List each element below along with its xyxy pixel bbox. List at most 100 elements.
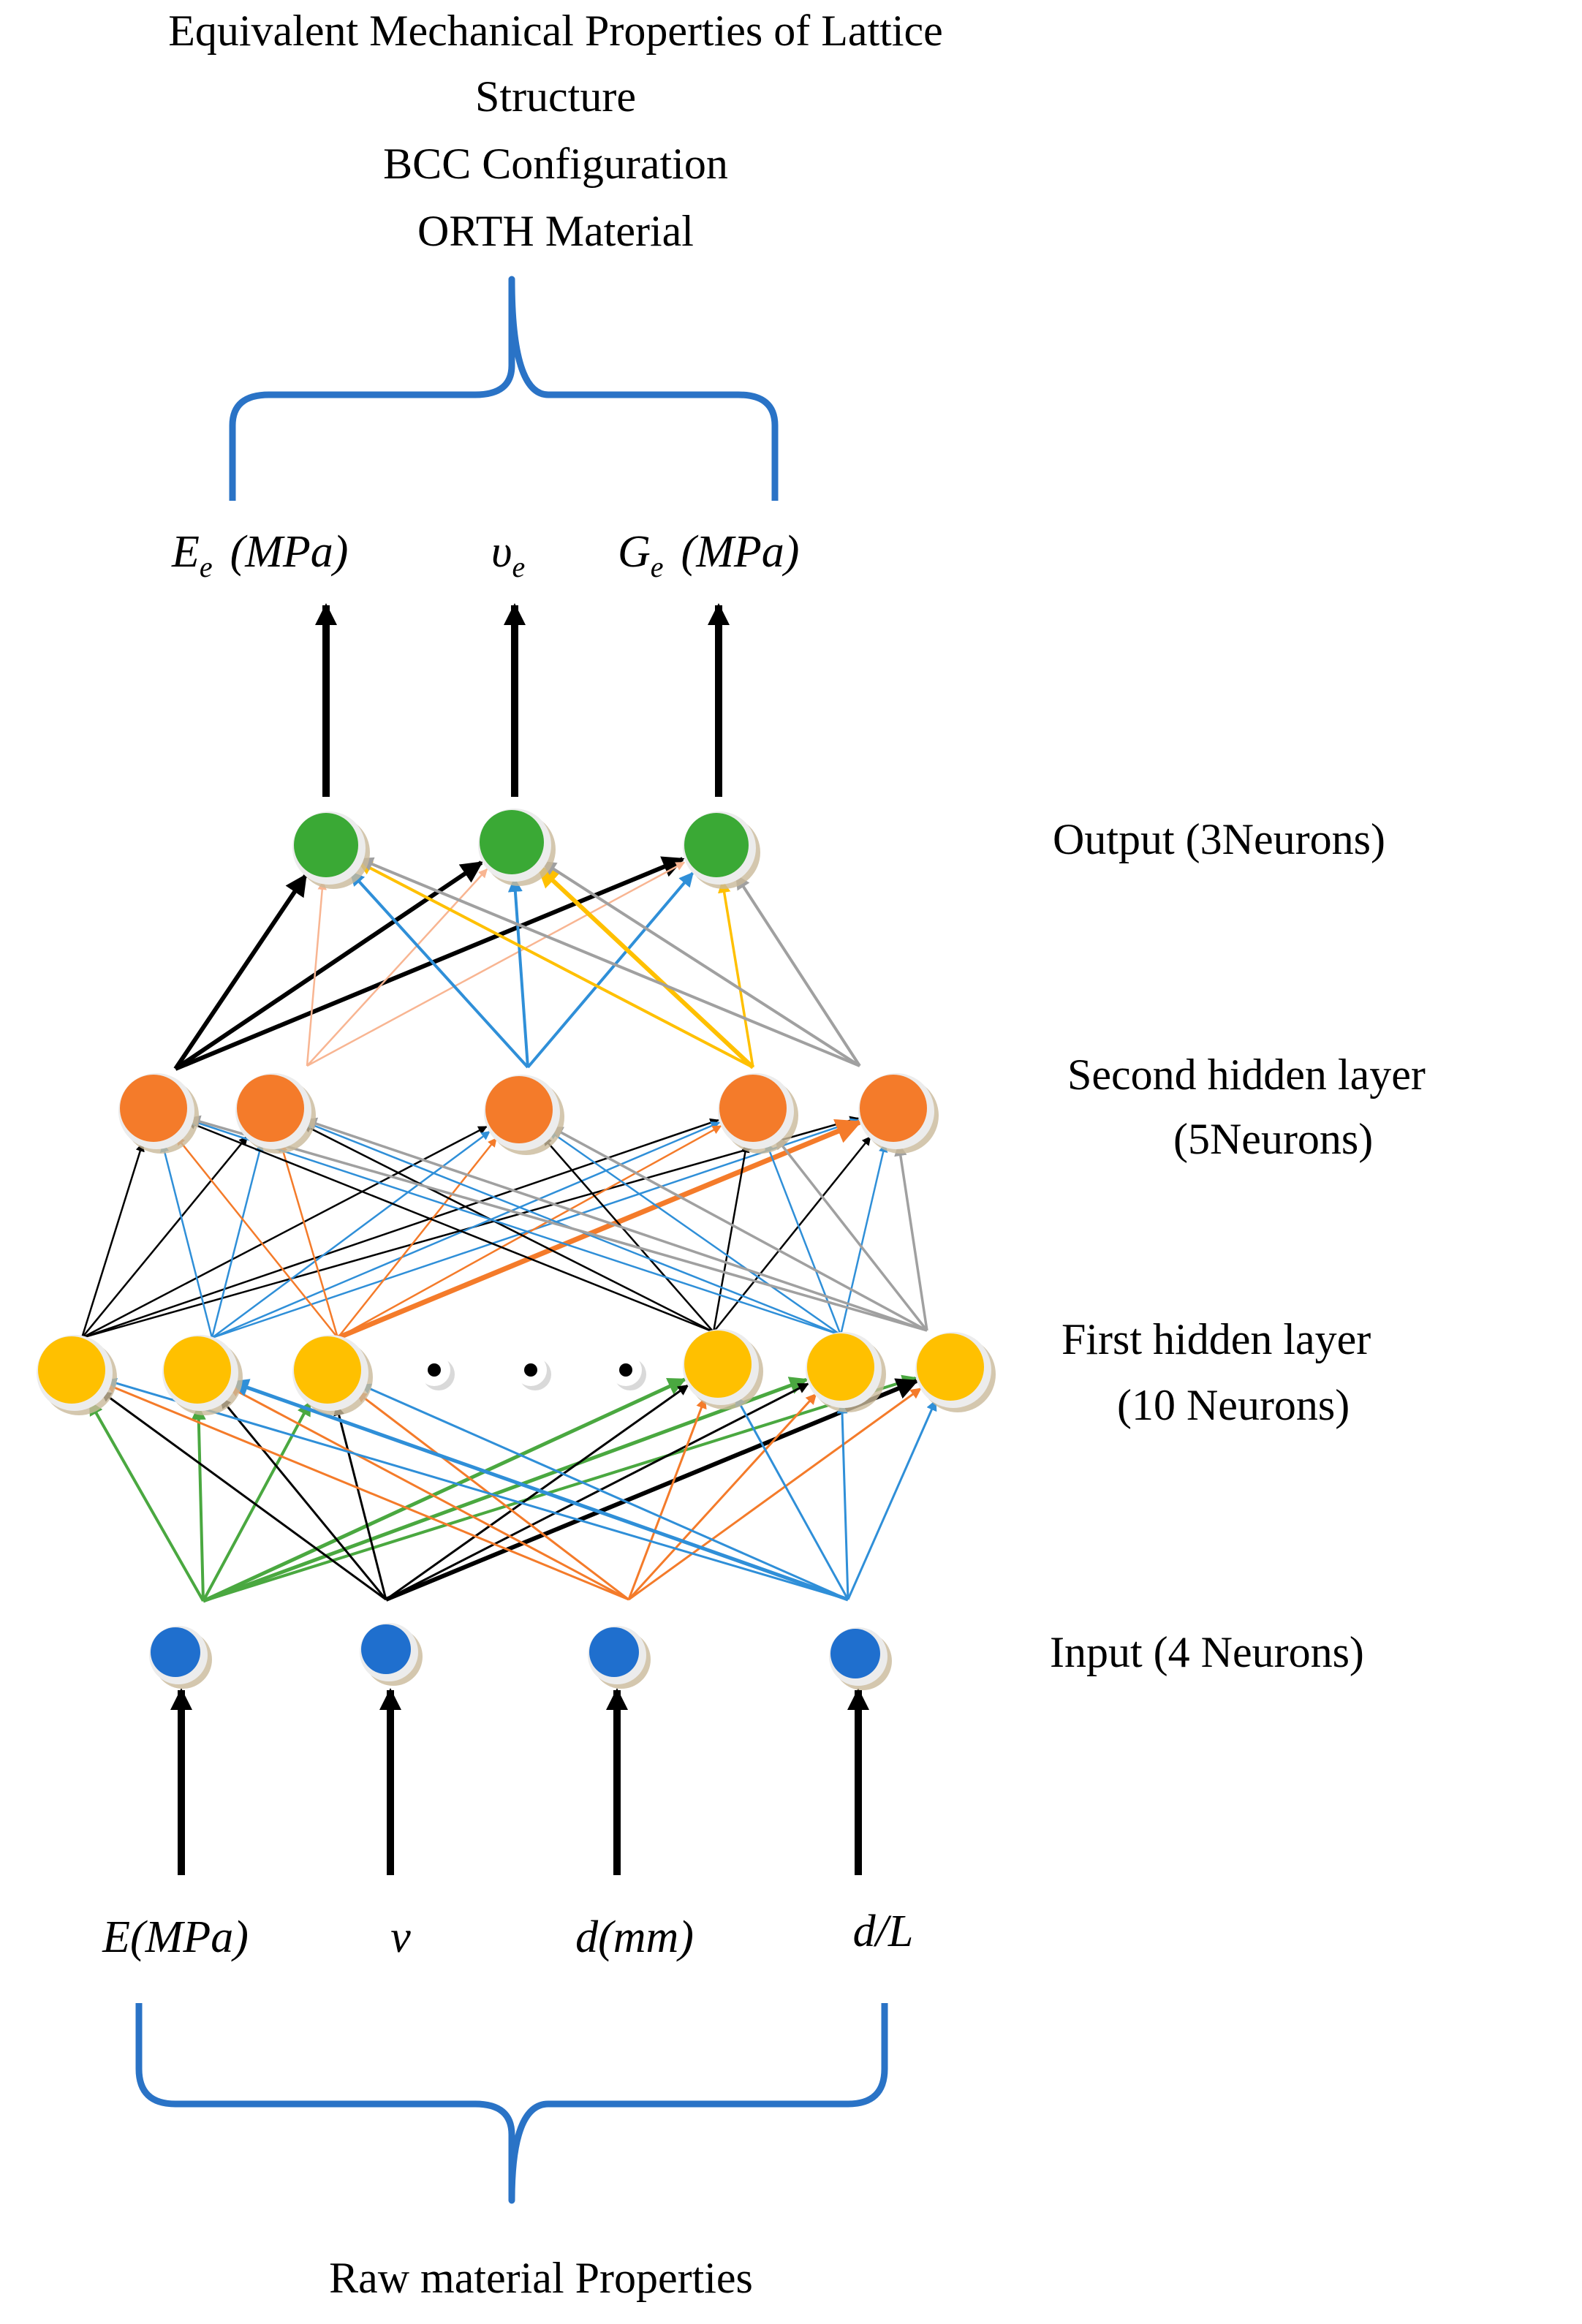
ellipsis-dot [610, 1354, 646, 1390]
connection-edge [385, 1378, 919, 1602]
title-line-1: Equivalent Mechanical Properties of Latt… [168, 7, 943, 55]
input-neuron [829, 1627, 892, 1690]
connection-edge [187, 1115, 928, 1332]
connection-edge [88, 1400, 205, 1602]
connection-edge [191, 1405, 206, 1602]
connection-edge [173, 874, 308, 1070]
connection-edge [174, 860, 483, 1071]
input-label-E: E(MPa) [102, 1912, 249, 1962]
connection-edge [385, 1384, 689, 1601]
connection-edge [894, 1143, 928, 1331]
connection-edge [211, 1121, 721, 1339]
connection-edge [507, 877, 529, 1068]
connection-edge [203, 1377, 809, 1603]
connection-edge [160, 1143, 213, 1339]
connections [80, 856, 937, 1603]
connection-edge [187, 1118, 841, 1336]
first-hidden-neuron [162, 1335, 243, 1415]
ellipsis-dot [515, 1354, 551, 1390]
connection-edge [542, 1136, 714, 1333]
title-line-3: BCC Configuration [383, 140, 728, 188]
input-label-dL: d/L [853, 1907, 914, 1956]
connection-edge [628, 1388, 922, 1601]
connection-edge [360, 1383, 849, 1601]
first-hidden-neuron [292, 1335, 373, 1415]
io-arrows [170, 603, 869, 1875]
connection-edge [337, 1138, 497, 1339]
connection-edge [81, 1118, 719, 1339]
connection-edge [713, 1136, 871, 1333]
output-label-Ee: Ee(MPa) [171, 527, 348, 583]
output-label-Ge: Ge(MPa) [618, 527, 799, 583]
first-hidden-neuron [806, 1332, 886, 1412]
connection-edge [355, 1391, 629, 1601]
bottom-brace [135, 2003, 888, 2204]
first-hidden-neuron [683, 1329, 763, 1409]
footer-caption: Raw material Properties [329, 2254, 753, 2302]
input-neuron [588, 1626, 651, 1689]
input-label-nu: ν [390, 1912, 411, 1962]
connection-edge [81, 1125, 488, 1339]
input-label-d: d(mm) [575, 1912, 694, 1962]
connection-edge [712, 1143, 750, 1333]
connection-edge [306, 868, 488, 1067]
connection-edge [219, 1397, 387, 1600]
first-hidden-neuron [37, 1335, 117, 1415]
second-hidden-neuron [235, 1073, 316, 1154]
second-hidden-neuron [484, 1075, 564, 1155]
connection-edge [174, 856, 685, 1071]
connection-edge [537, 865, 755, 1070]
connection-edge [228, 1386, 629, 1601]
connection-edge [735, 874, 861, 1067]
first-hidden-label-2: (10 Neurons) [1117, 1381, 1350, 1429]
second-hidden-label-2: (5Neurons) [1173, 1115, 1373, 1163]
connection-edge [548, 1129, 841, 1336]
connection-edge [349, 871, 529, 1069]
connection-edge [202, 1377, 686, 1603]
second-hidden-neuron [718, 1073, 798, 1154]
layer-labels: Output (3Neurons) Second hidden layer (5… [1050, 815, 1426, 1676]
output-neuron [683, 811, 760, 889]
connection-edge [774, 1136, 928, 1332]
connection-edge [718, 879, 754, 1068]
connection-edge [100, 1390, 387, 1601]
second-hidden-label-1: Second hidden layer [1067, 1051, 1426, 1099]
connection-edge [80, 1142, 145, 1339]
output-label-ve: υe [491, 527, 525, 583]
ellipsis-dot [418, 1354, 455, 1390]
connection-edge [303, 1117, 928, 1332]
connection-edge [847, 1399, 937, 1600]
connection-edge [306, 861, 686, 1067]
connection-edge [550, 1126, 928, 1332]
connection-edge [526, 871, 695, 1069]
neurons [37, 809, 996, 1690]
connection-edge [839, 1143, 888, 1336]
first-hidden-label-1: First hidden layer [1061, 1315, 1371, 1363]
connection-edge [302, 1124, 714, 1333]
second-hidden-neuron [858, 1073, 939, 1154]
connection-edge [627, 1397, 707, 1600]
connection-edge [385, 1382, 809, 1601]
connection-edge [357, 860, 754, 1069]
input-layer-label: Input (4 Neurons) [1050, 1628, 1364, 1676]
output-neuron [292, 811, 370, 889]
connection-edge [541, 860, 861, 1067]
connection-edge [627, 1393, 817, 1601]
top-brace [229, 276, 779, 501]
connection-edge [306, 880, 327, 1067]
second-hidden-neuron [118, 1073, 199, 1154]
ellipsis [418, 1354, 646, 1390]
connection-edge [186, 1120, 714, 1333]
input-neuron [149, 1626, 212, 1689]
connection-edge [211, 1143, 264, 1339]
first-hidden-neuron [915, 1332, 996, 1412]
connection-edge [279, 1142, 339, 1339]
output-neuron [478, 809, 556, 886]
title-line-2: Structure [475, 72, 636, 121]
output-layer-label: Output (3Neurons) [1053, 815, 1385, 863]
connection-edge [105, 1377, 849, 1601]
input-labels: E(MPa) ν d(mm) d/L [102, 1907, 913, 1962]
connection-edge [836, 1402, 849, 1600]
connection-edge [81, 1135, 249, 1339]
